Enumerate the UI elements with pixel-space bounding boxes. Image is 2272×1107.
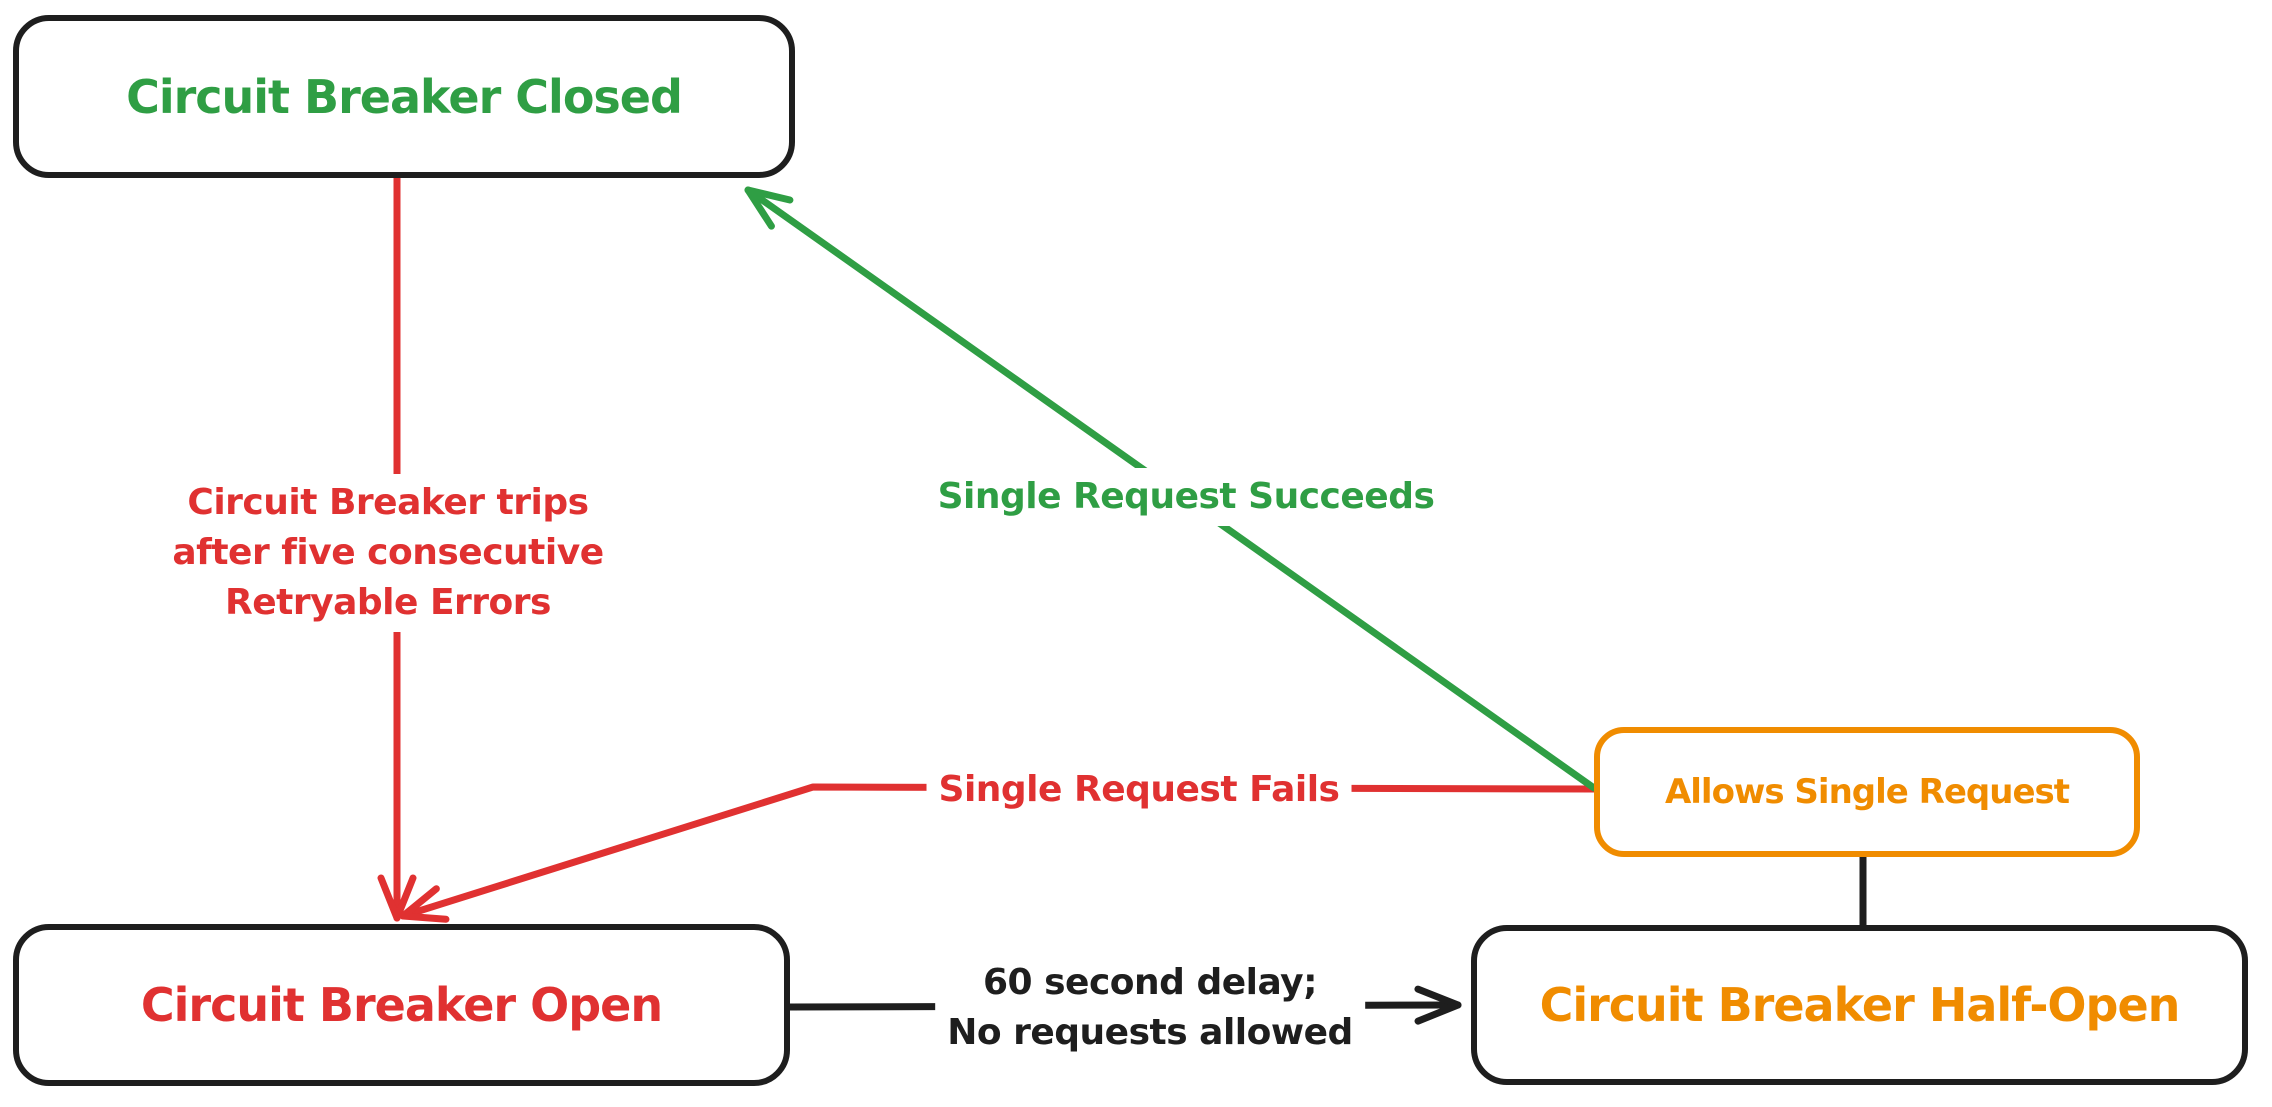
state-node-closed-label: Circuit Breaker Closed <box>126 69 683 124</box>
state-node-open-label: Circuit Breaker Open <box>140 978 663 1032</box>
node-allows-single-request: Allows Single Request <box>1594 727 2140 857</box>
state-node-half-open-label: Circuit Breaker Half-Open <box>1539 978 2181 1032</box>
edge-label-fails: Single Request Fails <box>926 761 1352 819</box>
node-allows-single-request-label: Allows Single Request <box>1664 772 2070 812</box>
edge-label-delay: 60 second delay; No requests allowed <box>935 954 1365 1062</box>
state-node-half-open: Circuit Breaker Half-Open <box>1471 925 2248 1085</box>
edge-label-trips: Circuit Breaker trips after five consecu… <box>160 474 616 632</box>
edge-label-succeeds: Single Request Succeeds <box>925 468 1447 526</box>
state-node-open: Circuit Breaker Open <box>13 924 790 1086</box>
state-node-closed: Circuit Breaker Closed <box>13 15 795 178</box>
